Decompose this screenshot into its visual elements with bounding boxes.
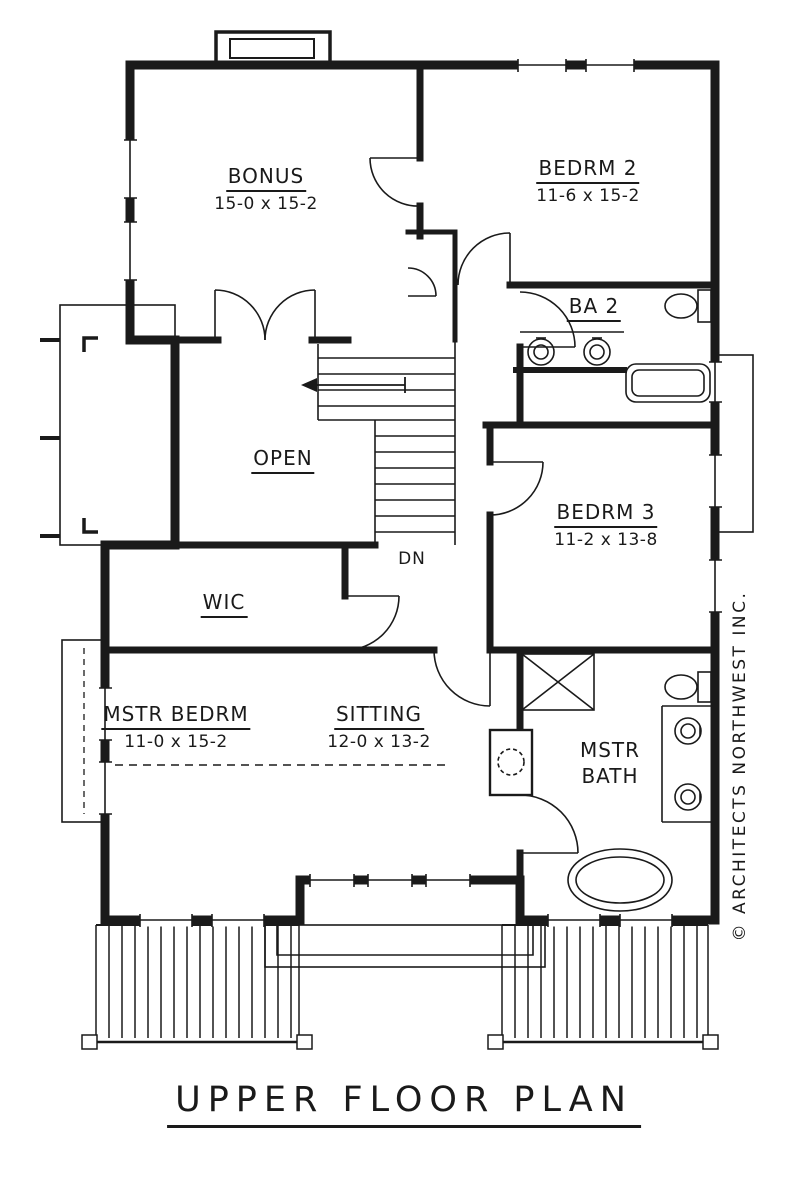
room-name: BA 2	[566, 294, 622, 322]
window	[708, 559, 722, 613]
room-dims: 11-0 x 15-2	[124, 732, 228, 752]
windows	[98, 58, 722, 927]
room-label-wic: WIC	[200, 590, 248, 618]
door-arc	[457, 232, 511, 286]
window	[139, 913, 193, 927]
toilet-icon	[664, 289, 712, 323]
window	[708, 454, 722, 508]
room-dims: 11-6 x 15-2	[536, 186, 640, 206]
room-name: BATH	[581, 764, 639, 788]
door-arc	[369, 157, 421, 207]
window	[708, 361, 722, 403]
door-arc	[433, 649, 491, 707]
door-arc	[407, 267, 437, 297]
mstr-bath-fixtures	[488, 653, 712, 912]
room-label-ba2: BA 2	[566, 294, 622, 322]
deck-railing-right	[487, 924, 719, 1050]
chimney-outline	[214, 30, 332, 67]
room-name: BEDRM 3	[554, 500, 658, 528]
ba2-fixtures	[520, 289, 712, 403]
stair-direction-arrow	[301, 377, 406, 393]
room-name: WIC	[200, 590, 248, 618]
room-label-open: OPEN	[251, 446, 315, 474]
room-label-bonus: BONUS 15-0 x 15-2	[214, 164, 318, 215]
bathtub-icon	[567, 848, 673, 912]
door-arc	[519, 794, 579, 854]
room-dims: 15-0 x 15-2	[214, 194, 318, 214]
room-name: MSTR BEDRM	[101, 702, 251, 730]
window	[211, 913, 265, 927]
plan-title: UPPER FLOOR PLAN	[167, 1080, 641, 1128]
room-label-sitting: SITTING 12-0 x 13-2	[327, 702, 431, 753]
deck-landing-center	[264, 924, 546, 968]
window	[98, 761, 112, 815]
bathtub-icon	[625, 363, 711, 403]
room-label-mstr-bath: MSTR BATH	[578, 738, 642, 790]
window	[425, 873, 471, 887]
linen-cabinet	[488, 728, 534, 797]
stairs-down-label: DN	[398, 549, 426, 569]
room-label-bedrm2: BEDRM 2 11-6 x 15-2	[536, 156, 640, 207]
room-dims: 11-2 x 13-8	[554, 530, 658, 550]
shower-icon	[521, 653, 595, 711]
architect-copyright: © ARCHITECTS NORTHWEST INC.	[730, 590, 750, 942]
sink-icon	[674, 717, 702, 745]
window	[619, 913, 673, 927]
window	[547, 913, 601, 927]
room-name: BEDRM 2	[536, 156, 640, 184]
room-name: OPEN	[251, 446, 315, 474]
toilet-icon	[664, 671, 712, 703]
room-dims: 12-0 x 13-2	[327, 732, 431, 752]
window	[123, 221, 137, 281]
window	[98, 687, 112, 741]
door-arc	[264, 289, 316, 341]
window	[309, 873, 355, 887]
room-name: BONUS	[225, 164, 307, 192]
window	[123, 139, 137, 199]
room-name: MSTR	[579, 738, 641, 762]
door-arc	[489, 461, 544, 516]
room-name: SITTING	[333, 702, 425, 730]
door-swings	[214, 157, 579, 854]
window	[517, 58, 567, 72]
door-arc	[214, 289, 266, 341]
interior-walls	[101, 61, 719, 924]
window	[367, 873, 413, 887]
window	[585, 58, 635, 72]
vanity-counter	[661, 705, 712, 823]
door-arc	[344, 595, 400, 651]
room-label-mstr-bedrm: MSTR BEDRM 11-0 x 15-2	[101, 702, 251, 753]
sink-icon	[583, 337, 611, 366]
sink-icon	[674, 783, 702, 811]
stairs	[301, 340, 456, 545]
room-label-bedrm3: BEDRM 3 11-2 x 13-8	[554, 500, 658, 551]
sink-icon	[527, 337, 555, 366]
